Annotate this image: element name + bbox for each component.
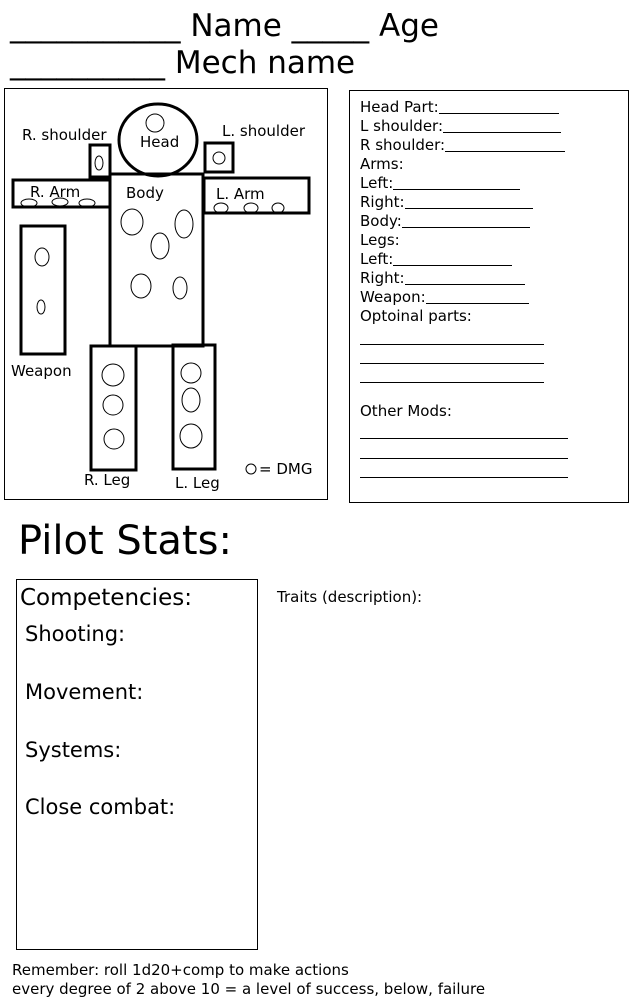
damage-circles [20,113,285,475]
field-optional-parts: Optoinal parts: [360,307,472,325]
dmg-legend-icon [245,463,257,475]
body-part [108,172,205,348]
label-r-arm: R. Arm [30,183,80,201]
field-r-shoulder: R shoulder: [360,136,446,154]
pilot-stats-title: Pilot Stats: [18,518,232,564]
label-l-leg: L. Leg [175,474,220,492]
comp-systems: Systems: [25,738,122,762]
comp-shooting: Shooting: [25,622,126,646]
label-l-arm: L. Arm [216,185,265,203]
diagram-frame [4,88,328,500]
field-body: Body: [360,212,402,230]
competencies-title: Competencies: [20,585,192,611]
label-l-shoulder: L. shoulder [222,122,306,140]
label-body: Body [126,184,164,202]
l-shoulder-part [203,141,235,174]
field-head-part: Head Part: [360,98,439,116]
label-head: Head [140,133,179,151]
dmg-legend: = DMG [259,460,312,478]
comp-movement: Movement: [25,680,144,704]
r-arm-part [11,178,112,209]
mech-diagram: R. shoulder Head L. shoulder R. Arm Body… [4,88,328,500]
head-part [117,102,199,178]
comp-close-combat: Close combat: [25,795,176,819]
competencies-box [16,579,258,950]
traits-label: Traits (description): [277,588,423,606]
field-right-arm: Right: [360,193,405,211]
note-roll: Remember: roll 1d20+comp to make actions [12,961,349,979]
weapon-part [19,224,67,356]
label-r-leg: R. Leg [84,471,130,489]
r-leg-part [89,344,138,472]
name-age-line: ___________ Name _____ Age [10,8,439,44]
l-leg-part [171,343,217,471]
field-right-leg: Right: [360,269,405,287]
field-left-arm: Left: [360,174,394,192]
parts-list-box [349,90,629,503]
l-arm-part [202,176,311,215]
field-weapon: Weapon: [360,288,426,306]
mech-name-line: __________ Mech name [10,45,356,81]
field-arms: Arms: [360,155,404,173]
field-left-leg: Left: [360,250,394,268]
r-shoulder-part [88,143,112,179]
label-r-shoulder: R. shoulder [22,126,107,144]
field-legs: Legs: [360,231,400,249]
note-success: every degree of 2 above 10 = a level of … [12,980,486,998]
field-other-mods: Other Mods: [360,402,452,420]
field-l-shoulder: L shoulder: [360,117,444,135]
label-weapon: Weapon [11,362,72,380]
